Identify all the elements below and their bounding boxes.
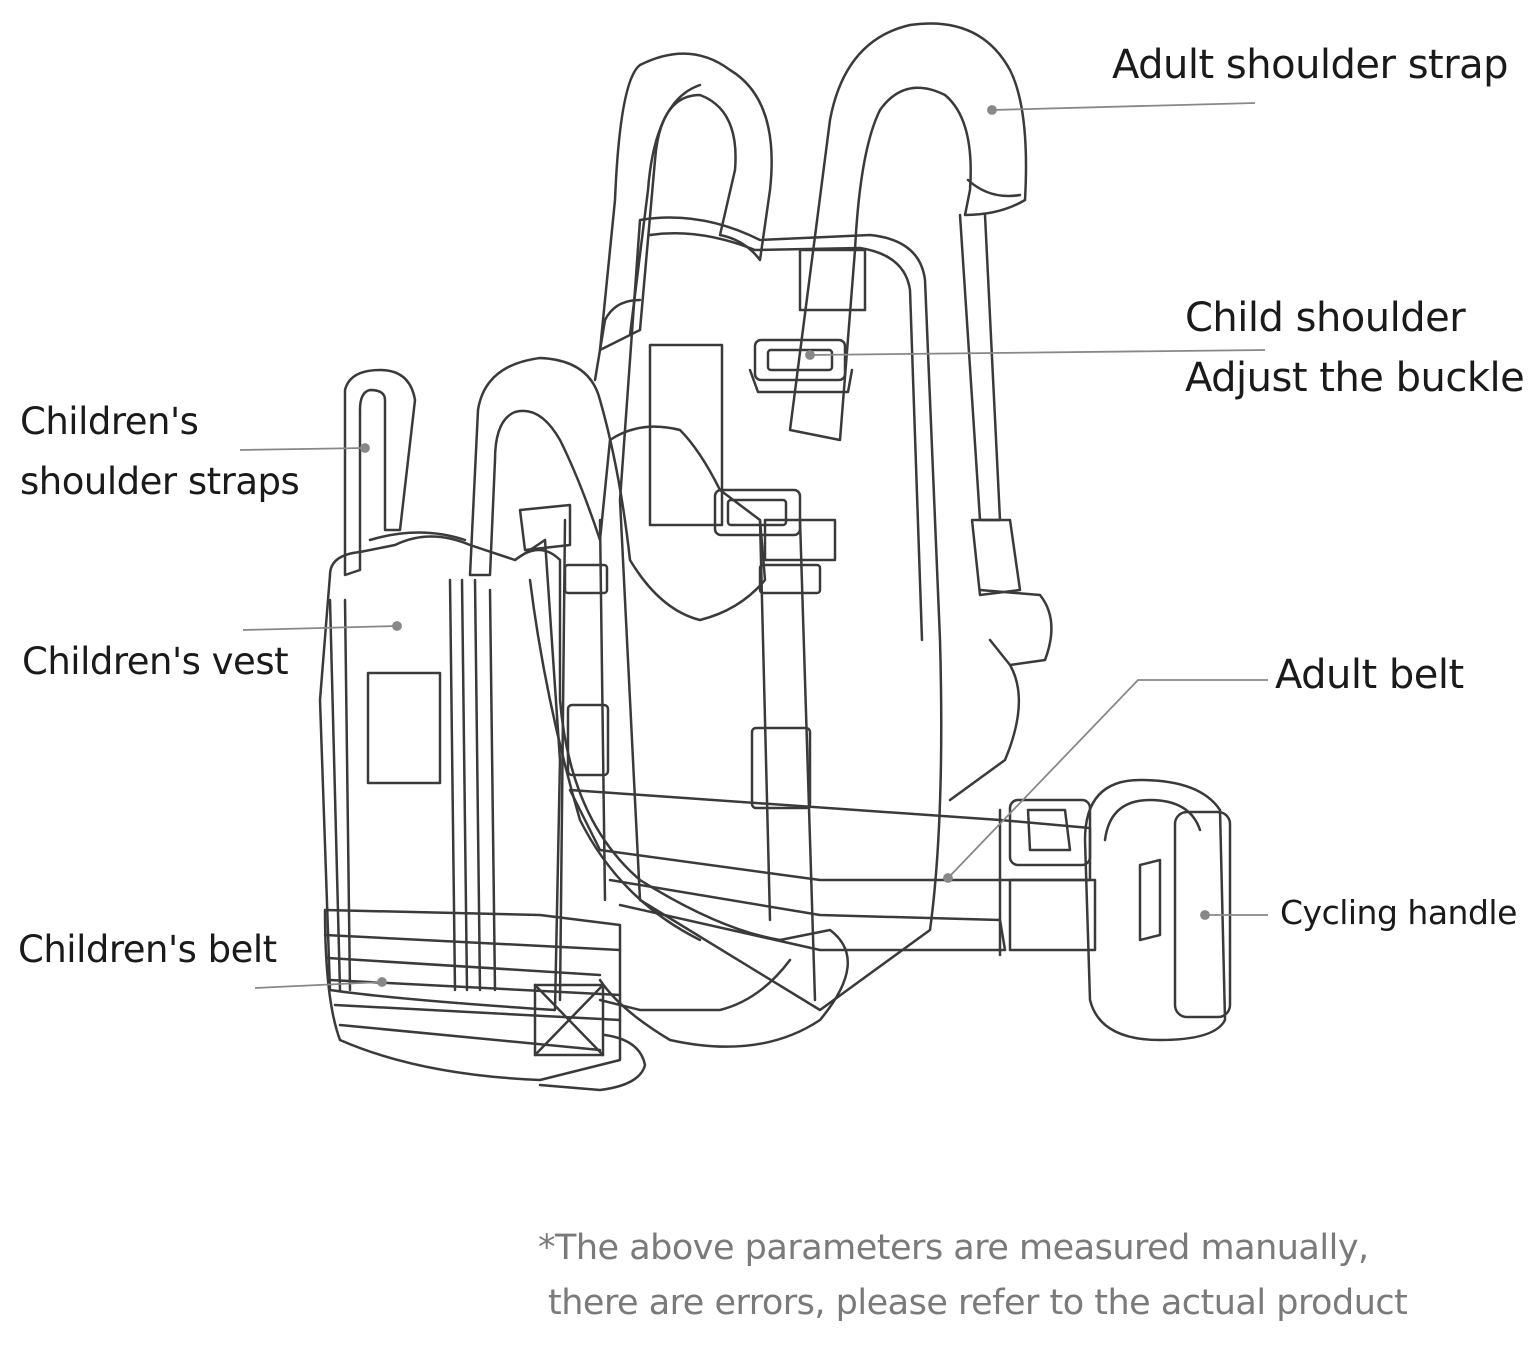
back-panel (618, 216, 943, 1012)
leader-adult-shoulder-strap (991, 102, 1256, 111)
adult-strap-left (598, 52, 773, 352)
label-childrens-belt: Children's belt (18, 928, 277, 971)
child-strap-right (468, 356, 767, 622)
label-childrens-shoulder-straps-line2: shoulder straps (20, 460, 300, 503)
velcro-square (533, 983, 605, 1057)
label-childrens-shoulder-straps-line1: Children's (20, 400, 199, 443)
belt-buckle (1008, 798, 1092, 867)
leader-adult-belt (947, 679, 1268, 879)
childrens-belt (323, 908, 622, 1082)
label-cycling-handle: Cycling handle (1280, 893, 1517, 932)
handle-loop (1083, 778, 1227, 1042)
disclaimer-line1: *The above parameters are measured manua… (538, 1228, 1369, 1268)
disclaimer-line2: there are errors, please refer to the ac… (548, 1283, 1408, 1323)
label-adult-belt: Adult belt (1275, 652, 1464, 698)
leader-childrens-shoulder-straps (239, 447, 366, 451)
vest-patch (366, 671, 442, 785)
leader-child-shoulder-buckle (809, 349, 1266, 356)
label-adult-shoulder-strap: Adult shoulder strap (1112, 42, 1509, 88)
adult-strap-right (788, 22, 1028, 442)
label-childrens-vest: Children's vest (22, 640, 289, 683)
child-strap-left (343, 368, 417, 577)
leader-childrens-belt (254, 981, 383, 989)
adjust-buckle (753, 338, 847, 382)
label-child-shoulder-line2: Adjust the buckle (1185, 355, 1525, 401)
leader-childrens-vest (242, 625, 398, 631)
label-child-shoulder-line1: Child shoulder (1185, 295, 1466, 341)
